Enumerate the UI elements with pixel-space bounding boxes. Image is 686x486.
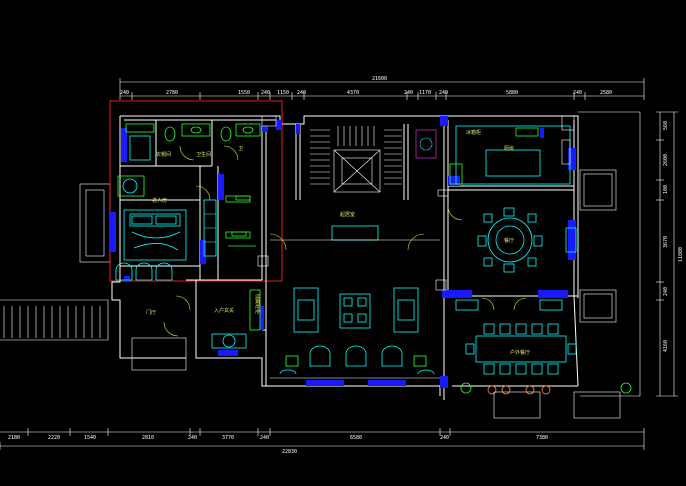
top-dim-seg: 1170	[419, 90, 431, 96]
bottom-dim-seg: 6580	[350, 435, 362, 441]
bath-label: 卫	[238, 146, 243, 152]
outdoor-dining-furniture	[455, 297, 577, 375]
living-room-furniture	[270, 225, 440, 379]
exterior-walls	[111, 115, 579, 400]
bottom-dimension-chain: 2180 2220 1540 2810 240 3770 240 6580 24…	[0, 428, 645, 455]
highlight-zone	[109, 100, 283, 282]
right-dim-seg: 2600	[663, 154, 669, 166]
right-dim-seg: 100	[663, 185, 669, 194]
right-dim-seg: 560	[663, 121, 669, 130]
top-dimension-chain: 21600 240 2780 1550 240 1150 240 4370 24…	[119, 76, 645, 100]
top-dim-seg: 240	[439, 90, 448, 96]
bottom-dim-seg: 7380	[536, 435, 548, 441]
bottom-dim-seg: 2810	[142, 435, 154, 441]
staircase	[310, 126, 437, 193]
right-dim-seg: 3670	[663, 236, 669, 248]
bottom-dim-seg: 240	[188, 435, 197, 441]
top-dim-seg: 2780	[166, 90, 178, 96]
top-dim-seg: 240	[404, 90, 413, 96]
top-dim-seg: 1550	[238, 90, 250, 96]
bedroom-furniture	[115, 175, 217, 281]
bottom-dim-seg: 240	[260, 435, 269, 441]
right-dim-seg: 4160	[663, 340, 669, 352]
top-dim-seg: 2580	[600, 90, 612, 96]
left-terrace	[0, 183, 187, 371]
structural-columns	[110, 116, 576, 388]
garden-plants	[460, 382, 632, 419]
top-dim-seg: 240	[297, 90, 306, 96]
bathroom-fixtures	[125, 123, 261, 161]
top-dim-seg: 240	[120, 90, 129, 96]
kitchen-note-label: 冰箱柜	[466, 129, 481, 136]
top-dim-seg: 240	[573, 90, 582, 96]
entry-fixtures	[163, 195, 261, 349]
right-dim-seg: 240	[663, 287, 669, 296]
bottom-dim-seg: 240	[440, 435, 449, 441]
outdoor-dining-label: 户外餐厅	[510, 349, 530, 356]
bottom-dim-seg: 1540	[84, 435, 96, 441]
kitchen-label: 厨房	[504, 145, 514, 152]
bottom-overall-dim: 22830	[282, 449, 297, 455]
dining-room-furniture	[477, 207, 577, 273]
top-dim-seg: 5880	[506, 90, 518, 96]
living-room-label: 起居室	[340, 211, 355, 218]
top-dim-seg: 4370	[347, 90, 359, 96]
right-overall-dim: 11800	[678, 247, 684, 262]
master-bedroom-label: 老人房	[152, 197, 167, 204]
shoe-cabinet-label: 储藏鞋柜	[254, 294, 261, 314]
dining-label: 餐厅	[504, 237, 514, 244]
foyer-label: 门厅	[146, 309, 156, 316]
top-overall-dim: 21600	[372, 76, 387, 82]
top-dim-seg: 240	[261, 90, 270, 96]
kitchen-furniture: 冰箱柜	[449, 125, 571, 185]
washroom-label: 卫生间	[196, 151, 211, 158]
right-dimension-chain: 560 2600 100 3670 240 4160 11800	[656, 111, 684, 397]
door-swings	[269, 205, 463, 251]
room-labels: 衣帽间 卫生间 卫 老人房 起居室 厨房 餐厅 门厅 入户玄关 储藏鞋柜 户外餐…	[146, 145, 530, 356]
bottom-dim-seg: 2180	[8, 435, 20, 441]
entry-label: 入户玄关	[214, 307, 234, 314]
top-dim-seg: 1150	[277, 90, 289, 96]
interior-walls	[120, 120, 579, 387]
cloakroom-label: 衣帽间	[156, 151, 171, 158]
bottom-dim-seg: 2220	[48, 435, 60, 441]
right-terraces	[578, 111, 641, 397]
small-details	[228, 115, 575, 291]
bottom-dim-seg: 3770	[222, 435, 234, 441]
